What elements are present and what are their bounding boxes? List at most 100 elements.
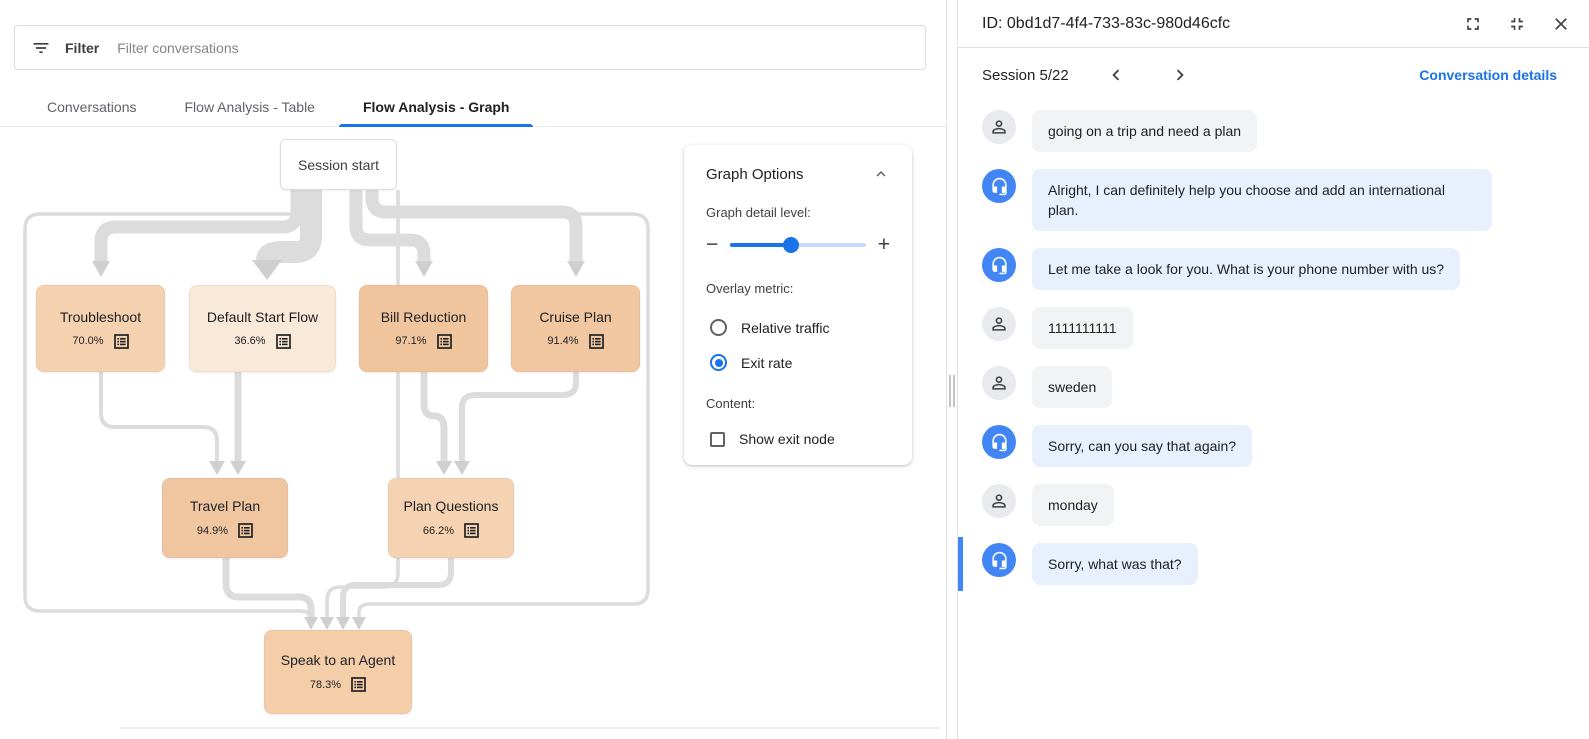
session-counter: Session 5/22	[982, 66, 1069, 84]
agent-headset-icon	[991, 256, 1007, 274]
flow-node-travel-plan[interactable]: Travel Plan 94.9%	[162, 478, 288, 558]
node-details-list-icon	[238, 523, 253, 538]
node-details-list-icon	[588, 333, 604, 349]
message-bubble: Let me take a look for you. What is your…	[1032, 248, 1461, 290]
message-bubble: Sorry, what was that?	[1032, 543, 1198, 585]
filter-icon	[33, 42, 49, 53]
radio-label: Relative traffic	[741, 319, 830, 336]
slider-fill	[730, 242, 792, 247]
next-session-button[interactable]	[1169, 64, 1191, 86]
tab-conversations[interactable]: Conversations	[47, 99, 137, 115]
conversation-detail-panel: ID: 0bd1d7-4f4-733-83c-980d46cfc Session…	[957, 0, 1589, 739]
flow-analysis-panel: Filter Conversations Flow Analysis - Tabl…	[0, 0, 947, 739]
overlay-metric-label: Overlay metric:	[706, 281, 794, 296]
highlight-bar	[958, 537, 963, 591]
fullscreen-icon[interactable]	[1463, 14, 1483, 34]
agent-headset-icon	[991, 551, 1007, 569]
tab-flow-analysis-graph[interactable]: Flow Analysis - Graph	[338, 88, 534, 127]
previous-session-button[interactable]	[1105, 64, 1127, 86]
node-label: Troubleshoot	[59, 308, 142, 325]
graph-detail-label: Graph detail level:	[706, 205, 811, 220]
detail-increase-button[interactable]: +	[877, 233, 890, 256]
user-avatar	[982, 366, 1016, 400]
user-avatar	[982, 307, 1016, 341]
slider-thumb[interactable]	[783, 236, 800, 253]
node-exit-rate: 91.4%	[547, 335, 579, 347]
conversation-details-link[interactable]: Conversation details	[1419, 67, 1557, 83]
conversation-header: ID: 0bd1d7-4f4-733-83c-980d46cfc	[958, 0, 1589, 48]
user-person-icon	[992, 376, 1006, 390]
agent-avatar	[982, 169, 1016, 203]
collapse-chevron-up-icon[interactable]	[872, 165, 890, 183]
node-exit-rate: 97.1%	[395, 335, 427, 347]
node-exit-rate: 94.9%	[196, 524, 229, 537]
fullscreen-exit-icon[interactable]	[1507, 14, 1527, 34]
graph-options-card: Graph Options Graph detail level: − + Ov…	[684, 145, 912, 465]
radio-button[interactable]	[710, 354, 727, 371]
session-start-node[interactable]: Session start	[280, 139, 397, 190]
user-message[interactable]: monday	[982, 484, 1565, 526]
node-label: Default Start Flow	[206, 308, 319, 325]
flow-node-speak-to-an-agent[interactable]: Speak to an Agent 78.3%	[264, 630, 412, 714]
flow-edges	[23, 190, 940, 729]
user-avatar	[982, 110, 1016, 144]
show-exit-node-label: Show exit node	[739, 431, 835, 447]
filter-conversations-input[interactable]	[117, 39, 909, 56]
message-bubble: 1111111111	[1032, 307, 1133, 349]
node-label: Speak to an Agent	[280, 652, 396, 668]
flow-node-plan-questions[interactable]: Plan Questions 66.2%	[388, 478, 514, 558]
radio-button[interactable]	[710, 319, 727, 336]
flow-node-default-start-flow[interactable]: Default Start Flow 36.6%	[189, 285, 336, 372]
node-label: Plan Questions	[403, 498, 499, 514]
agent-message[interactable]: Alright, I can definitely help you choos…	[982, 169, 1565, 231]
agent-headset-icon	[991, 433, 1007, 451]
close-icon[interactable]	[1551, 14, 1571, 34]
node-details-list-icon	[436, 333, 452, 349]
filter-label: Filter	[65, 39, 100, 56]
radio-relative-traffic[interactable]: Relative traffic	[706, 310, 890, 345]
content-label: Content:	[706, 396, 756, 411]
node-details-list-icon	[113, 333, 129, 349]
user-person-icon	[992, 494, 1006, 508]
radio-exit-rate[interactable]: Exit rate	[706, 345, 890, 380]
node-details-list-icon	[275, 333, 291, 349]
node-exit-rate: 66.2%	[422, 524, 455, 537]
agent-avatar	[982, 425, 1016, 459]
message-bubble: going on a trip and need a plan	[1032, 110, 1258, 152]
filter-bar[interactable]: Filter	[14, 25, 926, 70]
user-person-icon	[992, 120, 1006, 134]
graph-detail-slider[interactable]	[730, 236, 866, 253]
node-label: Bill Reduction	[380, 308, 467, 325]
agent-headset-icon	[991, 177, 1007, 195]
node-exit-rate: 78.3%	[309, 678, 342, 691]
message-bubble: monday	[1032, 484, 1114, 526]
flow-node-bill-reduction[interactable]: Bill Reduction 97.1%	[359, 285, 488, 372]
panel-resize-handle[interactable]	[948, 375, 956, 407]
agent-message[interactable]: Sorry, what was that?	[958, 537, 1565, 591]
user-avatar	[982, 484, 1016, 518]
node-label: Cruise Plan	[539, 308, 612, 325]
user-message[interactable]: sweden	[982, 366, 1565, 408]
message-bubble: Sorry, can you say that again?	[1032, 425, 1253, 467]
conversation-id: ID: 0bd1d7-4f4-733-83c-980d46cfc	[982, 14, 1231, 32]
agent-message[interactable]: Let me take a look for you. What is your…	[982, 248, 1565, 290]
node-details-list-icon	[351, 677, 366, 692]
tab-bar: Conversations Flow Analysis - Table Flow A…	[0, 88, 947, 127]
node-label: Travel Plan	[189, 498, 261, 514]
show-exit-node-checkbox[interactable]	[710, 431, 725, 447]
tab-flow-analysis-table[interactable]: Flow Analysis - Table	[184, 99, 315, 115]
agent-avatar	[982, 248, 1016, 282]
detail-decrease-button[interactable]: −	[706, 233, 719, 256]
user-message[interactable]: 1111111111	[982, 307, 1565, 349]
agent-message[interactable]: Sorry, can you say that again?	[982, 425, 1565, 467]
user-message[interactable]: going on a trip and need a plan	[982, 110, 1565, 152]
message-bubble: Alright, I can definitely help you choos…	[1032, 169, 1492, 231]
show-exit-node-checkbox-row[interactable]: Show exit node	[706, 425, 890, 447]
agent-avatar	[982, 543, 1016, 577]
node-exit-rate: 36.6%	[234, 335, 266, 347]
graph-options-title: Graph Options	[706, 165, 804, 183]
flow-node-cruise-plan[interactable]: Cruise Plan 91.4%	[511, 285, 640, 372]
